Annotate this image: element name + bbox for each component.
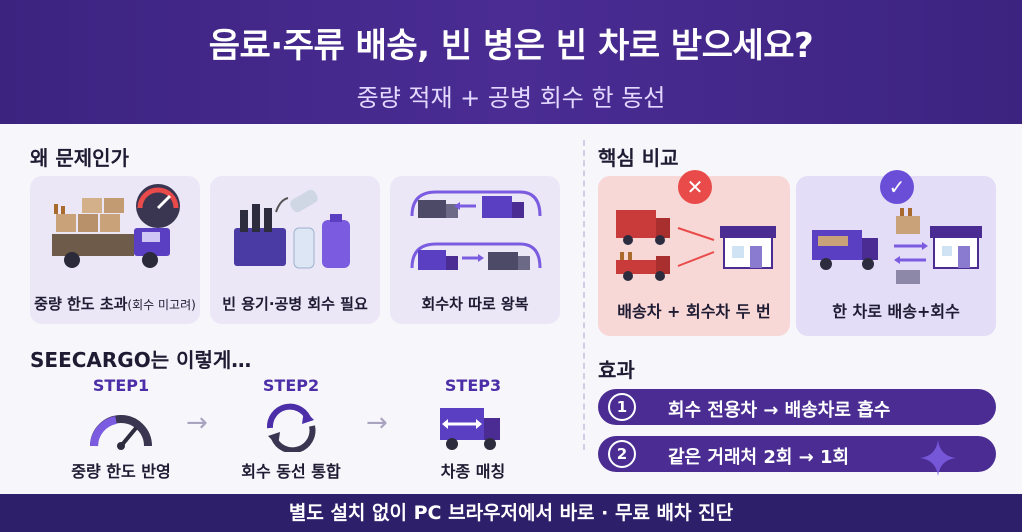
step-1-caption: 중량 한도 반영 — [71, 462, 171, 481]
problem-card-weight: 중량 한도 초과(회수 미고려) — [30, 176, 200, 324]
page-subtitle: 중량 적재 + 공병 회수 한 동선 — [356, 84, 666, 112]
effect-number: 2 — [608, 440, 636, 468]
sparkle-icon — [920, 440, 956, 476]
step-3-label: STEP3 — [444, 376, 502, 395]
problem-card-empties-label: 빈 용기·공병 회수 필요 — [222, 295, 368, 313]
separate-round-trip-icon — [410, 190, 542, 270]
comparison-bad-card: 배송차 + 회수차 두 번 — [598, 176, 790, 336]
footer-banner: 별도 설치 없이 PC 브라우저에서 바로 · 무료 배차 진단 — [0, 494, 1022, 532]
solution-section-title: SEECARGO는 이렇게… — [30, 348, 252, 372]
effect-number: 1 — [608, 393, 636, 421]
effect-item-1: 1 회수 전용차 → 배송차로 흡수 — [598, 389, 996, 425]
comparison-good-label: 한 차로 배송+회수 — [832, 302, 960, 321]
effect-text: 회수 전용차 → 배송차로 흡수 — [668, 400, 891, 421]
cycle-arrows-icon — [266, 403, 316, 452]
step-3: STEP3 차종 매칭 — [398, 376, 548, 481]
effect-item-2: 2 같은 거래처 2회 → 1회 — [598, 436, 996, 472]
step-2: STEP2 회수 동선 통합 — [216, 376, 366, 481]
gauge-icon — [90, 415, 152, 450]
effects-section-title: 효과 — [598, 358, 635, 382]
step-2-label: STEP2 — [262, 376, 320, 395]
step-2-caption: 회수 동선 통합 — [241, 462, 341, 481]
header-banner: 음료·주류 배송, 빈 병은 빈 차로 받으세요? 중량 적재 + 공병 회수 … — [0, 0, 1022, 124]
comparison-good-badge: ✓ — [880, 170, 914, 204]
comparison-good-card: 한 차로 배송+회수 — [796, 176, 996, 336]
comparison-bad-badge: ✕ — [678, 170, 712, 204]
check-icon: ✓ — [888, 175, 906, 199]
step-1-label: STEP1 — [92, 376, 150, 395]
step-1: STEP1 중량 한도 반영 — [46, 376, 196, 481]
step-arrow-icon: → — [366, 408, 388, 438]
problem-card-round-trip: 회수차 따로 왕복 — [390, 176, 560, 324]
step-3-caption: 차종 매칭 — [440, 462, 506, 481]
truck-swap-icon — [440, 408, 500, 450]
empty-bottles-crate-icon — [234, 189, 350, 269]
step-arrow-icon: → — [186, 408, 208, 438]
single-truck-icon — [812, 208, 982, 284]
effect-text: 같은 거래처 2회 → 1회 — [668, 447, 850, 468]
problem-card-weight-label: 중량 한도 초과 — [34, 295, 128, 313]
comparison-bad-label: 배송차 + 회수차 두 번 — [617, 302, 771, 321]
page-title: 음료·주류 배송, 빈 병은 빈 차로 받으세요? — [208, 26, 814, 66]
two-trucks-icon — [616, 210, 776, 281]
section-divider — [583, 140, 585, 450]
overloaded-truck-icon — [52, 184, 180, 268]
comparison-section-title: 핵심 비교 — [598, 146, 679, 170]
problem-card-round-trip-label: 회수차 따로 왕복 — [421, 295, 529, 313]
problem-section-title: 왜 문제인가 — [30, 146, 129, 170]
problem-card-empties: 빈 용기·공병 회수 필요 — [210, 176, 380, 324]
close-icon: ✕ — [686, 175, 704, 199]
problem-card-weight-note: (회수 미고려) — [127, 298, 196, 312]
